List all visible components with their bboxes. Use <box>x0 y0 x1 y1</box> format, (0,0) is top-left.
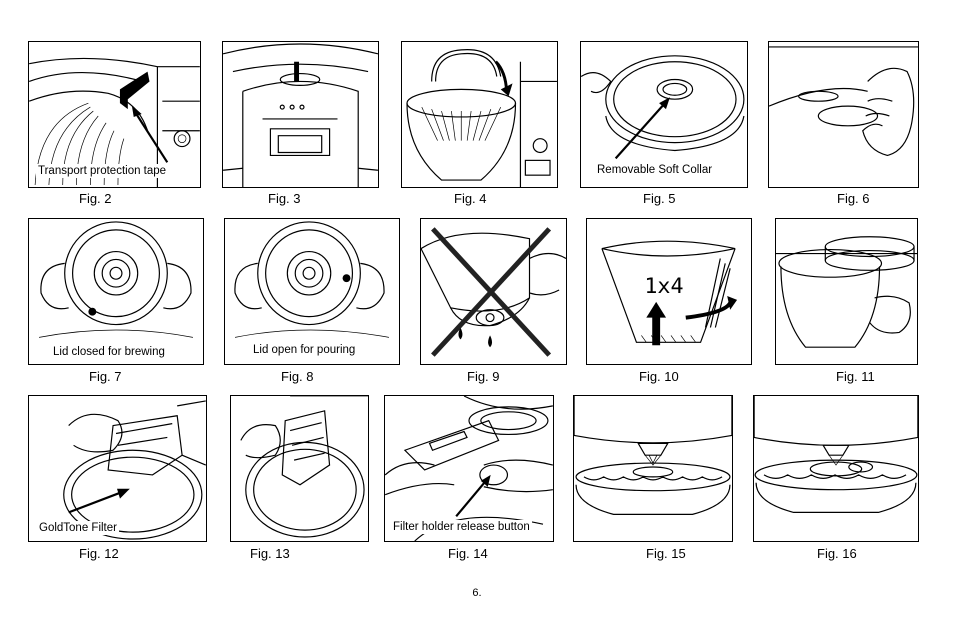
caption-fig-4: Fig. 4 <box>454 191 487 206</box>
figure-13-illustration <box>230 395 369 542</box>
caption-fig-14: Fig. 14 <box>448 546 488 561</box>
caption-fig-8: Fig. 8 <box>281 369 314 384</box>
figure-7-illustration: Lid closed for brewing <box>28 218 204 365</box>
figure-9-illustration <box>420 218 567 365</box>
figure-4-illustration <box>401 41 558 188</box>
lid-open-label: Lid open for pouring <box>251 343 358 357</box>
caption-fig-6: Fig. 6 <box>837 191 870 206</box>
figure-6-illustration <box>768 41 919 188</box>
figure-8-illustration: Lid open for pouring <box>224 218 400 365</box>
figure-15-illustration <box>573 395 733 542</box>
machine-top-drawing <box>223 43 378 187</box>
lid-closed-label: Lid closed for brewing <box>51 345 167 359</box>
goldtone-filter-drawing <box>63 400 206 540</box>
figure-16-illustration <box>753 395 919 542</box>
lid-closed-drawing <box>38 221 194 338</box>
figure-5-illustration: Removable Soft Collar <box>580 41 748 188</box>
caption-fig-11: Fig. 11 <box>836 369 875 384</box>
removable-soft-collar-label: Removable Soft Collar <box>595 163 715 177</box>
caption-fig-10: Fig. 10 <box>639 369 679 384</box>
caption-fig-13: Fig. 13 <box>250 546 290 561</box>
caption-fig-3: Fig. 3 <box>268 191 301 206</box>
open-lid-basket-drawing <box>406 49 557 187</box>
filter-basket-drawing <box>29 57 200 187</box>
transport-protection-tape-label: Transport protection tape <box>36 164 169 178</box>
filter-size-text: 1x4 <box>644 274 683 299</box>
paper-filter-drawing: 1x4 <box>601 240 738 346</box>
caption-fig-16: Fig. 16 <box>817 546 857 561</box>
lid-open-drawing <box>234 221 390 338</box>
figure-14-illustration: Filter holder release button <box>384 395 554 542</box>
caption-fig-7: Fig. 7 <box>89 369 122 384</box>
caption-fig-15: Fig. 15 <box>646 546 686 561</box>
collar-reattach-drawing <box>776 236 917 348</box>
filter-insert-drawing <box>240 396 368 538</box>
filter-holder-release-button-label: Filter holder release button <box>391 520 532 534</box>
caption-fig-5: Fig. 5 <box>643 191 676 206</box>
brewing-spout-drawing <box>574 396 732 515</box>
do-not-remove-drip-drawing <box>421 227 566 357</box>
figure-3-illustration <box>222 41 379 188</box>
figure-12-illustration: GoldTone Filter <box>28 395 207 542</box>
soft-collar-drawing <box>581 55 745 160</box>
brewing-spout-detail-drawing <box>754 396 918 513</box>
collar-removal-drawing <box>769 46 918 157</box>
figure-2-illustration: Transport protection tape <box>28 41 201 188</box>
figure-10-illustration: 1x4 <box>586 218 752 365</box>
figure-11-illustration <box>775 218 918 365</box>
caption-fig-9: Fig. 9 <box>467 369 500 384</box>
caption-fig-2: Fig. 2 <box>79 191 112 206</box>
goldtone-filter-label: GoldTone Filter <box>37 521 119 535</box>
caption-fig-12: Fig. 12 <box>79 546 119 561</box>
page-number: 6. <box>472 587 482 599</box>
